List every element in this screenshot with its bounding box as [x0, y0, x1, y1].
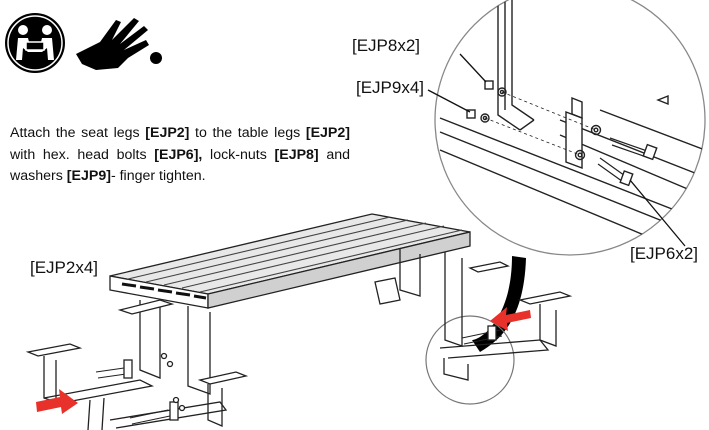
callout-ejp9: [EJP9x4]: [356, 78, 425, 97]
instruction-part: with hex. head bolts: [10, 146, 155, 163]
instruction-part: lock-nuts: [202, 146, 275, 163]
callout-ejp6: [EJP6x2]: [630, 244, 699, 263]
callout-ejp8: [EJP8x2]: [352, 36, 421, 55]
part-ref-ejp2: [EJP2]: [305, 125, 350, 141]
part-ref-ejp9: [EJP9]: [66, 168, 111, 184]
part-ref-ejp8: [EJP8]: [274, 146, 319, 163]
detail-source-circle: [425, 315, 515, 405]
two-person-lift-icon: [5, 13, 65, 73]
callout-ejp2: [EJP2x4]: [30, 258, 99, 277]
instruction-part: to the table legs: [189, 125, 306, 141]
instruction-part: Attach the seat legs: [10, 125, 146, 141]
instruction-part: - finger tighten.: [110, 168, 206, 184]
part-ref-ejp6: [EJP6],: [154, 146, 203, 163]
zoom-connector: [472, 256, 526, 352]
instruction-text: Attach the seat legs [EJP2] to the table…: [10, 123, 350, 188]
bench-table: [25, 213, 573, 430]
callout-leaders: [427, 53, 686, 247]
part-ref-ejp2: [EJP2]: [145, 125, 190, 141]
instruction-part: and washers: [10, 146, 350, 185]
direction-arrows: [36, 307, 531, 414]
hand-caution-icon: [76, 18, 162, 70]
detail-zoom-circle: [434, 0, 706, 256]
